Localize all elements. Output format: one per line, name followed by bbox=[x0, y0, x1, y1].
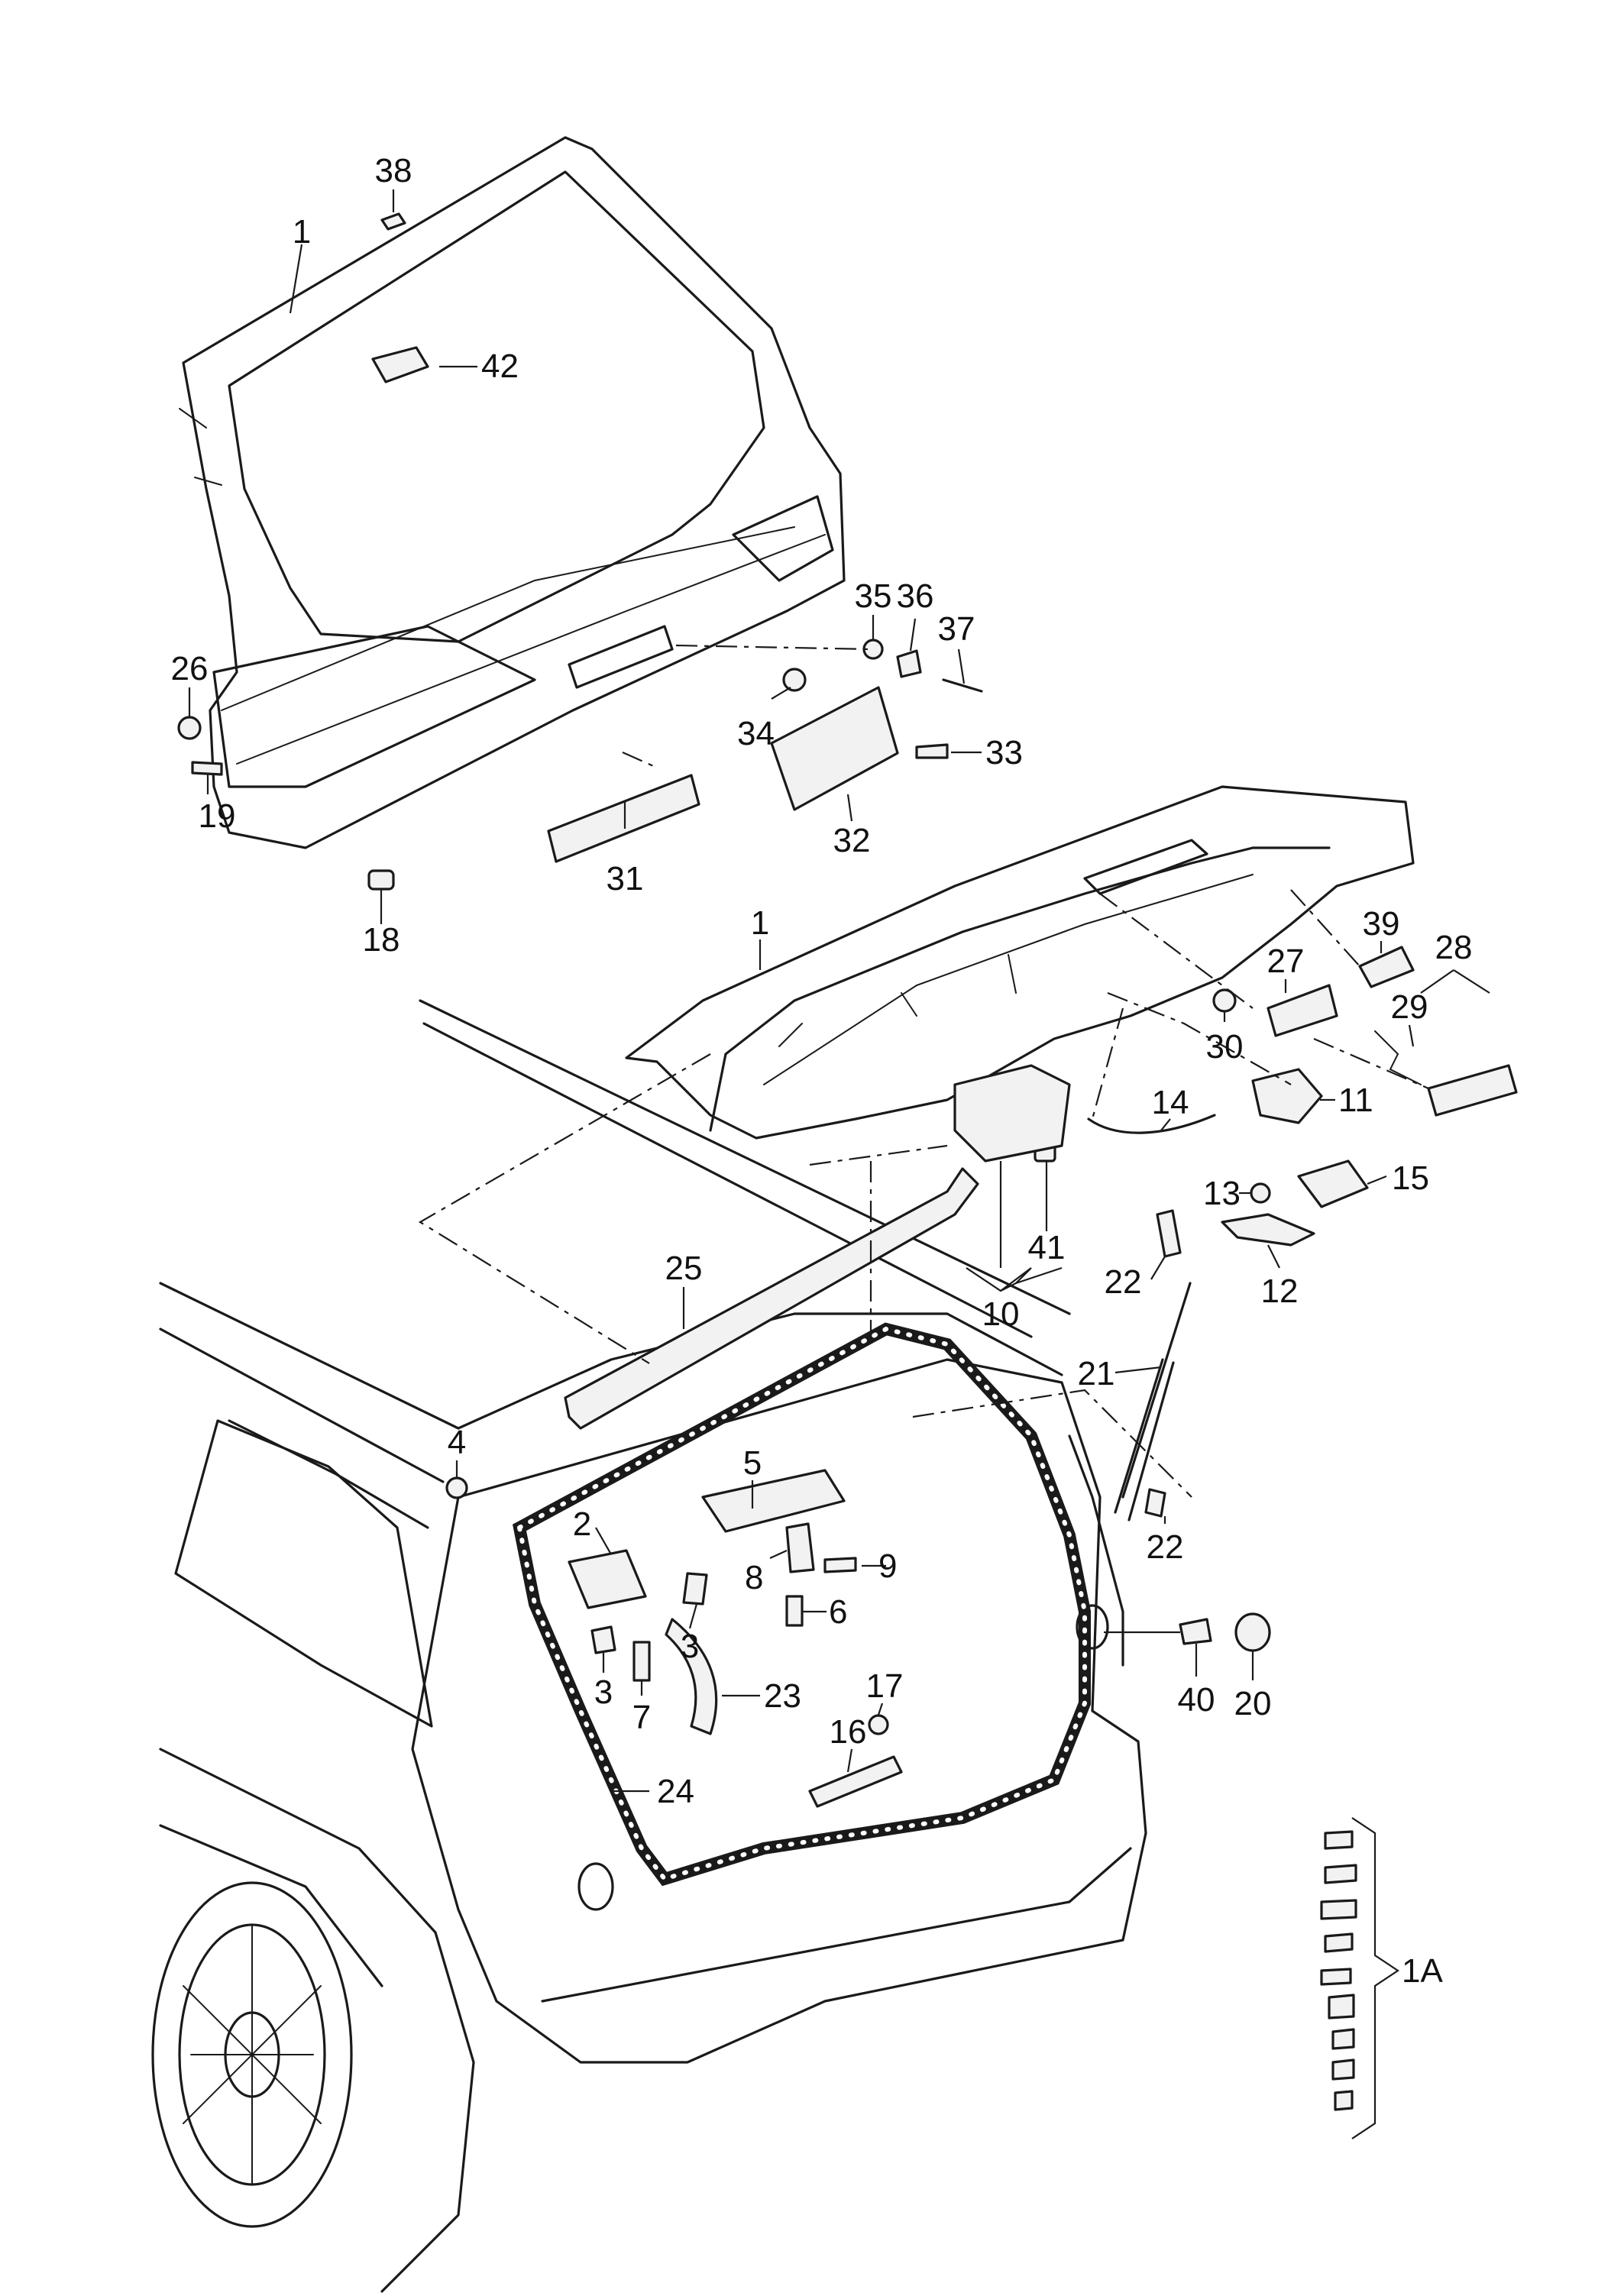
callout-14: 14 bbox=[1152, 1084, 1189, 1121]
vehicle-rear-body bbox=[151, 999, 1147, 2293]
callout-25: 25 bbox=[665, 1250, 703, 1287]
callout-41: 41 bbox=[1028, 1229, 1066, 1266]
fastener-kit bbox=[1320, 1817, 1399, 2139]
callout-29: 29 bbox=[1391, 988, 1428, 1026]
tailgate-inner-view bbox=[625, 785, 1415, 1140]
callout-17: 17 bbox=[866, 1667, 904, 1705]
callout-28: 28 bbox=[1435, 929, 1473, 966]
callout-27: 27 bbox=[1267, 943, 1305, 980]
callout-1a: 1A bbox=[1402, 1952, 1443, 1990]
callout-21: 21 bbox=[1078, 1355, 1115, 1392]
callout-30: 30 bbox=[1206, 1028, 1244, 1066]
callout-labels: 38 1 42 26 19 18 31 32 33 34 35 36 37 1 … bbox=[171, 152, 1473, 1990]
callout-31: 31 bbox=[607, 860, 644, 897]
callout-19: 19 bbox=[199, 797, 236, 835]
callout-34: 34 bbox=[737, 715, 775, 752]
callout-3-right: 3 bbox=[681, 1628, 699, 1665]
callout-18: 18 bbox=[363, 921, 400, 959]
callout-1-top: 1 bbox=[293, 213, 311, 251]
callout-7: 7 bbox=[632, 1699, 651, 1736]
callout-35: 35 bbox=[855, 577, 892, 615]
small-components bbox=[177, 212, 1518, 1808]
callout-8: 8 bbox=[745, 1559, 763, 1596]
callout-2: 2 bbox=[573, 1505, 591, 1543]
trim-strip bbox=[564, 1167, 979, 1430]
door-seal bbox=[512, 1322, 1091, 1887]
callout-24: 24 bbox=[657, 1773, 694, 1810]
callout-9: 9 bbox=[878, 1547, 897, 1585]
callout-16: 16 bbox=[830, 1713, 867, 1751]
callout-12: 12 bbox=[1261, 1273, 1299, 1310]
callout-42: 42 bbox=[481, 348, 519, 385]
callout-6: 6 bbox=[829, 1593, 847, 1631]
leader-lines bbox=[188, 189, 1490, 1793]
callout-26: 26 bbox=[171, 650, 209, 687]
callout-20: 20 bbox=[1234, 1685, 1272, 1722]
callout-37: 37 bbox=[938, 610, 975, 648]
callout-38: 38 bbox=[375, 152, 412, 189]
callout-32: 32 bbox=[833, 822, 871, 859]
callout-4: 4 bbox=[448, 1424, 466, 1461]
callout-1-mid: 1 bbox=[751, 904, 769, 942]
callout-23: 23 bbox=[764, 1677, 801, 1715]
callout-3-left: 3 bbox=[594, 1673, 613, 1711]
callout-40: 40 bbox=[1178, 1681, 1215, 1719]
callout-22-lower: 22 bbox=[1147, 1528, 1184, 1566]
callout-36: 36 bbox=[897, 577, 934, 615]
callout-10: 10 bbox=[982, 1295, 1020, 1333]
callout-33: 33 bbox=[985, 734, 1023, 771]
callout-15: 15 bbox=[1392, 1159, 1429, 1197]
callout-39: 39 bbox=[1363, 905, 1400, 943]
callout-5: 5 bbox=[743, 1444, 762, 1482]
callout-22-upper: 22 bbox=[1105, 1263, 1142, 1301]
callout-11: 11 bbox=[1338, 1082, 1373, 1119]
tailgate-outer-view bbox=[179, 136, 846, 849]
alignment-lines bbox=[418, 644, 1429, 1498]
callout-13: 13 bbox=[1203, 1175, 1241, 1212]
